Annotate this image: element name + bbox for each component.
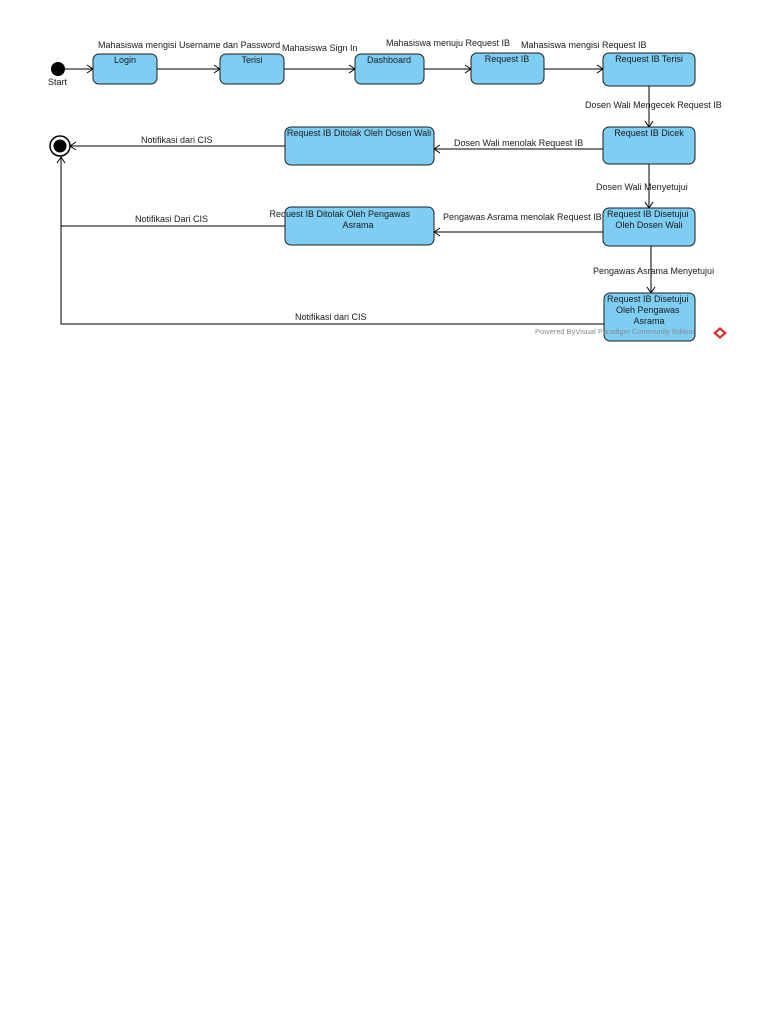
transition-request-terisi (544, 64, 604, 74)
state-dashboard: Dashboard (354, 53, 425, 85)
transition-ditolak-dosen-wali-end (69, 141, 285, 151)
label-dicek-ditolak-dw: Dosen Wali menolak Request IB (454, 138, 583, 148)
label-terisi-dicek: Dosen Wali Mengecek Request IB (585, 100, 722, 110)
label-request-terisi: Mahasiswa mengisi Request IB (521, 40, 647, 50)
transition-start-login (65, 64, 94, 74)
label-disetujui-pa-end: Notifikasi dari CIS (295, 312, 367, 322)
label-dicek-disetujui-dw: Dosen Wali Menyetujui (596, 182, 688, 192)
transition-disetujui-dw-ditolak-pengawas (433, 227, 603, 237)
state-disetujui-pengawas-asrama: Request IB Disetujui Oleh Pengawas Asram… (603, 292, 696, 342)
state-disetujui-dosen-wali: Request IB Disetujui Oleh Dosen Wali (602, 207, 696, 247)
state-ditolak-pengawas-asrama: Request IB Ditolak Oleh Pengawas Asrama (269, 206, 435, 246)
svg-text:Request IB: Request IB (485, 54, 530, 64)
svg-text:Request IB Ditolak Oleh Pengaw: Request IB Ditolak Oleh Pengawas Asrama (269, 209, 412, 230)
svg-text:Request IB Disetujui Ole: Request IB Disetujui Oleh Pengawas Asram… (607, 294, 691, 326)
svg-text:Login: Login (114, 55, 136, 65)
state-login: Login (92, 53, 158, 85)
label-disetujui-dw-ditolak-pa: Pengawas Asrama menolak Request IB (443, 212, 602, 222)
final-node (49, 135, 71, 157)
svg-text:Request IB Ditolak Oleh Dosen: Request IB Ditolak Oleh Dosen Wali (287, 128, 431, 138)
transition-disetujui-pengawas-end (56, 156, 604, 325)
label-disetujui-dw-disetujui-pa: Pengawas Asrama Menyetujui (593, 266, 714, 276)
label-dashboard-request: Mahasiswa menuju Request IB (386, 38, 510, 48)
state-request-ib-dicek: Request IB Dicek (602, 126, 696, 165)
transition-dashboard-request (424, 64, 472, 74)
initial-node (51, 62, 65, 76)
svg-text:Dashboard: Dashboard (367, 55, 411, 65)
svg-text:Terisi: Terisi (241, 55, 262, 65)
state-request-ib: Request IB (470, 52, 545, 85)
svg-text:Request IB Terisi: Request IB Terisi (615, 54, 683, 64)
state-request-ib-terisi: Request IB Terisi (602, 52, 696, 87)
state-terisi: Terisi (219, 53, 285, 85)
label-terisi-dashboard: Mahasiswa Sign In (282, 43, 358, 53)
transition-terisi-dashboard (284, 64, 356, 74)
start-label: Start (48, 77, 68, 87)
visual-paradigm-logo-icon (713, 327, 727, 339)
transition-login-terisi (157, 64, 221, 74)
svg-text:Request IB Disetujui Ole: Request IB Disetujui Oleh Dosen Wali (607, 209, 691, 230)
watermark-text: Powered ByVisual Paradigm Community Edit… (535, 327, 695, 336)
label-login-terisi: Mahasiswa mengisi Username dan Password (98, 40, 280, 50)
label-ditolak-dw-end: Notifikasi dari CIS (141, 135, 213, 145)
label-ditolak-pa-end: Notifikasi Dari CIS (135, 214, 208, 224)
svg-text:Request IB Dicek: Request IB Dicek (614, 128, 684, 138)
state-ditolak-dosen-wali: Request IB Ditolak Oleh Dosen Wali (284, 126, 435, 166)
